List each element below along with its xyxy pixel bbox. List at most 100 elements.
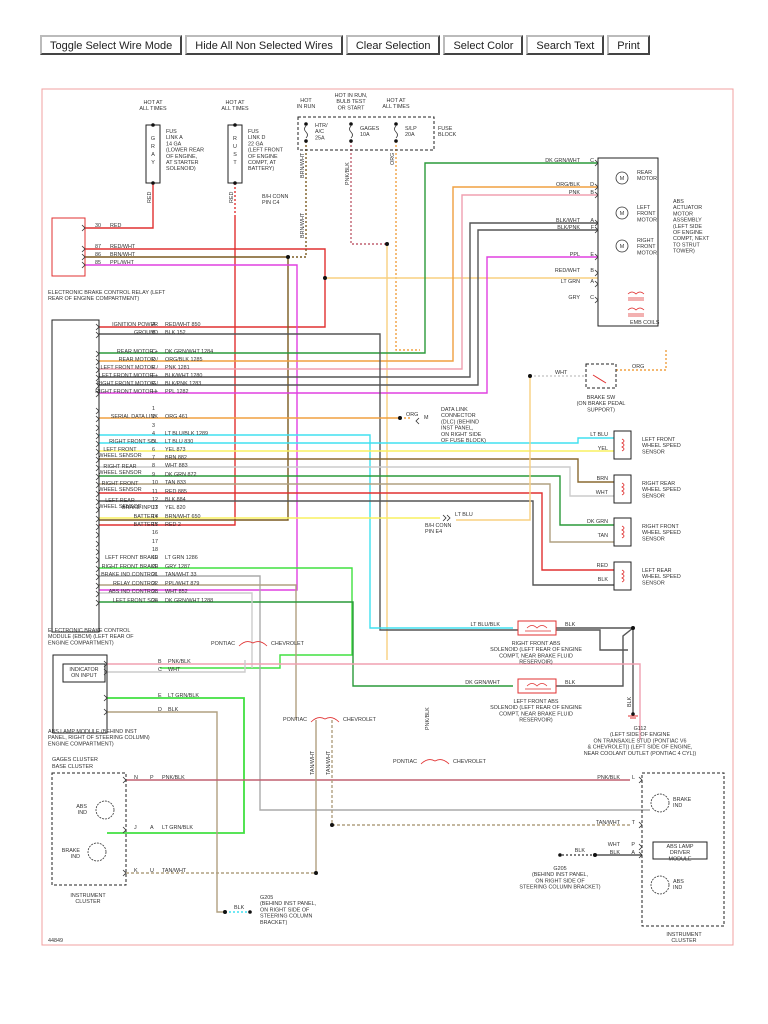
wire-tan-833[interactable] xyxy=(99,483,614,543)
ebcm-pin-function: BATTERY xyxy=(134,522,159,528)
wire-org-slp[interactable] xyxy=(395,141,420,351)
sensor-wire-label: WHT xyxy=(596,490,609,496)
g205-caption: (BEHIND INST PANEL, xyxy=(260,901,317,907)
wire-label: TAN/WHT xyxy=(326,750,332,775)
wire-yel-brake[interactable] xyxy=(456,376,531,521)
wire-blk-884[interactable] xyxy=(99,500,614,586)
actuator-caption: ABS xyxy=(673,199,684,205)
motor-label: RIGHT xyxy=(637,238,654,244)
ebcm-pin-connector xyxy=(95,331,100,339)
wire-wht-852[interactable] xyxy=(99,592,253,668)
ebcm-box xyxy=(51,319,100,633)
ebcm-pin-connector xyxy=(95,448,100,456)
abs-lamp-driver-module xyxy=(652,841,708,860)
driver-module-label: MODULE xyxy=(668,856,691,862)
actuator-wire-label: BLK/WHT xyxy=(556,218,581,224)
toggle-select-wire-mode-button[interactable]: Toggle Select Wire Mode xyxy=(40,35,183,55)
ebcm-pin-connector xyxy=(95,498,100,506)
sensor-caption: LEFT REAR xyxy=(642,568,672,574)
instrument-cluster-left xyxy=(51,772,127,886)
wire-ppl-wht-85[interactable] xyxy=(85,264,298,591)
sensor-group-label: LEFT REAR xyxy=(105,498,135,504)
wire-tan-wht-33[interactable] xyxy=(99,584,297,720)
wire-red-30[interactable] xyxy=(85,183,154,229)
ebcm-wire-label: BLK/PNK 1283 xyxy=(165,381,201,387)
ebcm-wire-label: DK GRN 872 xyxy=(165,472,196,478)
ebcm-pin-function: LEFT FRONT SOL xyxy=(113,598,158,604)
ebcm-pin-connector xyxy=(95,432,100,440)
solenoid-caption: SOLENOID (LEFT REAR OF ENGINE xyxy=(490,705,582,711)
sensor-caption: LEFT FRONT xyxy=(642,437,676,443)
wire-pnk-blk-module[interactable] xyxy=(107,663,641,740)
ebcm-pin-id: 22 xyxy=(152,581,158,587)
ground-terminal xyxy=(558,853,562,857)
wire-org-brake-sw[interactable] xyxy=(616,350,667,371)
relay-box xyxy=(51,217,86,277)
ebcm-pin-id: G xyxy=(152,381,156,387)
wire-lt-blu-blk-1289[interactable] xyxy=(99,434,513,629)
ebcm-pin-function: GROUND xyxy=(134,330,158,336)
wire-brn-wht-86[interactable] xyxy=(85,256,289,521)
wire-blk-sol2[interactable] xyxy=(556,627,634,687)
actuator-caption: TO STRUT xyxy=(673,242,701,248)
ebcm-pin-function: REAR MOTOR / xyxy=(119,357,159,363)
wire-dk-grn-872[interactable] xyxy=(99,475,614,526)
wire-wht-883[interactable] xyxy=(99,466,614,497)
wire-dk-grn-wht-1288[interactable] xyxy=(99,601,513,687)
wire-ppl-1282[interactable] xyxy=(99,256,598,394)
select-color-button[interactable]: Select Color xyxy=(443,35,524,55)
print-button[interactable]: Print xyxy=(607,35,650,55)
wire-label: BLK xyxy=(234,905,245,911)
hot-label: ALL TIMES xyxy=(139,106,167,112)
dlc-pin-label: M xyxy=(424,415,429,421)
splice-dot xyxy=(286,255,290,259)
search-text-button[interactable]: Search Text xyxy=(526,35,605,55)
ebcm-pin-connector xyxy=(95,473,100,481)
wire-dk-grn-wht-1284[interactable] xyxy=(99,162,598,354)
sensor-coil-icon xyxy=(621,482,625,496)
wire-lt-blu-830[interactable] xyxy=(99,437,614,444)
sensor-group-label: RIGHT REAR xyxy=(103,464,136,470)
wire-red-885[interactable] xyxy=(99,492,614,571)
ebcm-pin-id: 3 xyxy=(152,423,155,429)
toolbar: Toggle Select Wire Mode Hide All Non Sel… xyxy=(40,35,650,55)
wire-blk-pnk-1283[interactable] xyxy=(99,229,598,386)
wire-red-wht-87[interactable] xyxy=(85,248,326,328)
variant-brace-icon xyxy=(238,641,268,647)
wire-org-blk-1285[interactable] xyxy=(99,186,598,362)
g205-caption: G205 xyxy=(553,866,566,872)
fuse-rust-letter: R xyxy=(233,136,237,142)
wheel-speed-sensor-box xyxy=(613,561,632,591)
wire-wht-module[interactable] xyxy=(107,660,246,673)
variant-chevrolet: CHEVROLET xyxy=(453,759,487,765)
clear-selection-button[interactable]: Clear Selection xyxy=(345,35,441,55)
dlc-caption: ON RIGHT SIDE xyxy=(441,432,482,438)
wire-brn-882[interactable] xyxy=(99,458,614,483)
ebcm-pin-id: 20 xyxy=(152,564,158,570)
abs-module-pin-id: B xyxy=(158,659,162,665)
indicator-label: INDICATOR xyxy=(69,667,98,673)
sensor-group-label: WHEEL SENSOR xyxy=(98,453,141,459)
fuse-htr-label: 25A xyxy=(315,135,325,141)
ebcm-wire-label: DK GRN/WHT 1284 xyxy=(165,349,213,355)
fus-link-d-label: (LEFT FRONT xyxy=(248,148,284,154)
wire-blk-module[interactable] xyxy=(107,711,225,913)
relay-pin-number: 86 xyxy=(95,252,101,258)
hide-non-selected-wires-button[interactable]: Hide All Non Selected Wires xyxy=(185,35,343,55)
wire-gry-1287[interactable] xyxy=(99,575,650,811)
wire-red-battery[interactable] xyxy=(85,215,236,526)
wire-tan-wht-right[interactable] xyxy=(331,720,630,826)
wire-pnk-1281[interactable] xyxy=(99,194,598,370)
dlc-connector xyxy=(415,417,420,425)
wire-blk-152-ground[interactable] xyxy=(99,333,628,651)
cluster-pin-id: U xyxy=(150,868,154,874)
cluster-pin xyxy=(122,826,127,834)
wire-pnk-blk-gages[interactable] xyxy=(350,141,387,245)
cluster-pin xyxy=(122,869,127,877)
wire-lt-grn-blk[interactable] xyxy=(107,697,245,834)
solenoid-caption: RESERVOIR) xyxy=(519,660,553,666)
fuse-rust-letter: U xyxy=(233,144,237,150)
ebcm-pin-connector xyxy=(95,440,100,448)
wire-blk-wht-1280[interactable] xyxy=(99,222,598,378)
